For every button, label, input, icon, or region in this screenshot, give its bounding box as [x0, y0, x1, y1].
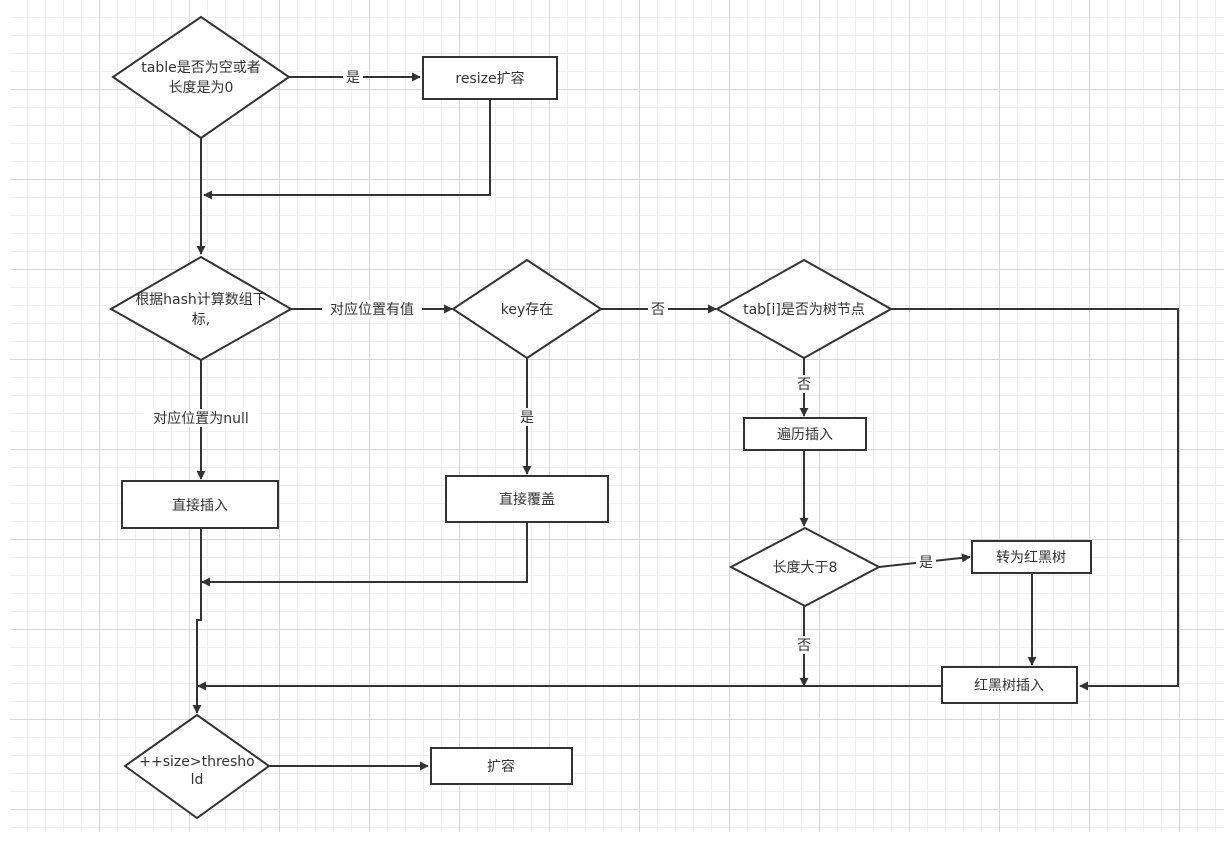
svg-text:ld: ld — [191, 772, 204, 788]
svg-text:是: 是 — [919, 555, 933, 571]
process-expand: 扩容 — [430, 747, 573, 785]
edge-overwrite-return — [201, 522, 528, 587]
svg-text:table是否为空或者: table是否为空或者 — [141, 60, 260, 76]
grid-background — [10, 0, 1224, 832]
svg-text:否: 否 — [797, 638, 811, 654]
process-resize: resize扩容 — [422, 56, 558, 100]
edge-resize-return — [203, 99, 491, 200]
edge-label-no-tree: 否 — [794, 375, 814, 393]
edge-label-yes-gt8: 是 — [916, 553, 936, 571]
svg-text:resize扩容: resize扩容 — [455, 70, 524, 87]
decision-hash-index: 根据hash计算数组下 标, — [108, 255, 294, 362]
edge-label-has-value: 对应位置有值 — [322, 300, 422, 318]
svg-text:tab[i]是否为树节点: tab[i]是否为树节点 — [743, 302, 865, 318]
svg-text:key存在: key存在 — [501, 302, 554, 318]
svg-text:否: 否 — [797, 377, 811, 393]
process-to-rbtree: 转为红黑树 — [971, 540, 1092, 574]
svg-text:根据hash计算数组下: 根据hash计算数组下 — [135, 292, 267, 308]
edge-label-no-gt8: 否 — [794, 636, 814, 654]
svg-text:长度大于8: 长度大于8 — [773, 560, 838, 576]
decision-key-exists: key存在 — [451, 258, 603, 360]
decision-length-gt-8: 长度大于8 — [728, 526, 882, 608]
edge-label-yes-key: 是 — [517, 408, 537, 426]
connectors — [192, 72, 1179, 771]
edge-labels: 是 对应位置有值 否 对应位置为null 是 否 是 否 — [143, 68, 936, 654]
edge-direct-insert-down — [192, 528, 202, 714]
process-direct-insert: 直接插入 — [121, 480, 279, 529]
svg-text:是: 是 — [520, 410, 534, 426]
decision-is-tree-node: tab[i]是否为树节点 — [714, 258, 894, 360]
edge-label-no-key: 否 — [648, 300, 668, 318]
svg-text:转为红黑树: 转为红黑树 — [996, 550, 1066, 566]
svg-text:遍历插入: 遍历插入 — [777, 427, 833, 443]
decision-table-empty: table是否为空或者 长度是为0 — [111, 15, 291, 140]
svg-text:红黑树插入: 红黑树插入 — [974, 678, 1044, 694]
svg-text:标,: 标, — [192, 312, 210, 328]
process-traverse-insert: 遍历插入 — [743, 417, 867, 451]
decision-size-threshold: ++size>thresho ld — [123, 713, 271, 820]
svg-text:长度是为0: 长度是为0 — [169, 80, 234, 96]
svg-text:++size>thresho: ++size>thresho — [139, 754, 255, 770]
svg-text:对应位置有值: 对应位置有值 — [330, 301, 414, 318]
edge-label-yes-resize: 是 — [343, 68, 363, 86]
process-direct-overwrite: 直接覆盖 — [445, 475, 609, 523]
svg-text:是: 是 — [346, 70, 360, 86]
shapes: table是否为空或者 长度是为0 resize扩容 根据hash计算数组下 标… — [108, 15, 1092, 820]
edge-tree-yes-to-rbinsert — [890, 308, 1179, 691]
svg-text:直接插入: 直接插入 — [172, 497, 228, 514]
svg-text:否: 否 — [651, 302, 665, 318]
svg-text:对应位置为null: 对应位置为null — [153, 410, 249, 427]
svg-text:直接覆盖: 直接覆盖 — [499, 491, 555, 508]
svg-text:扩容: 扩容 — [487, 758, 515, 775]
edge-label-is-null: 对应位置为null — [143, 409, 259, 427]
process-rbtree-insert: 红黑树插入 — [941, 666, 1078, 704]
